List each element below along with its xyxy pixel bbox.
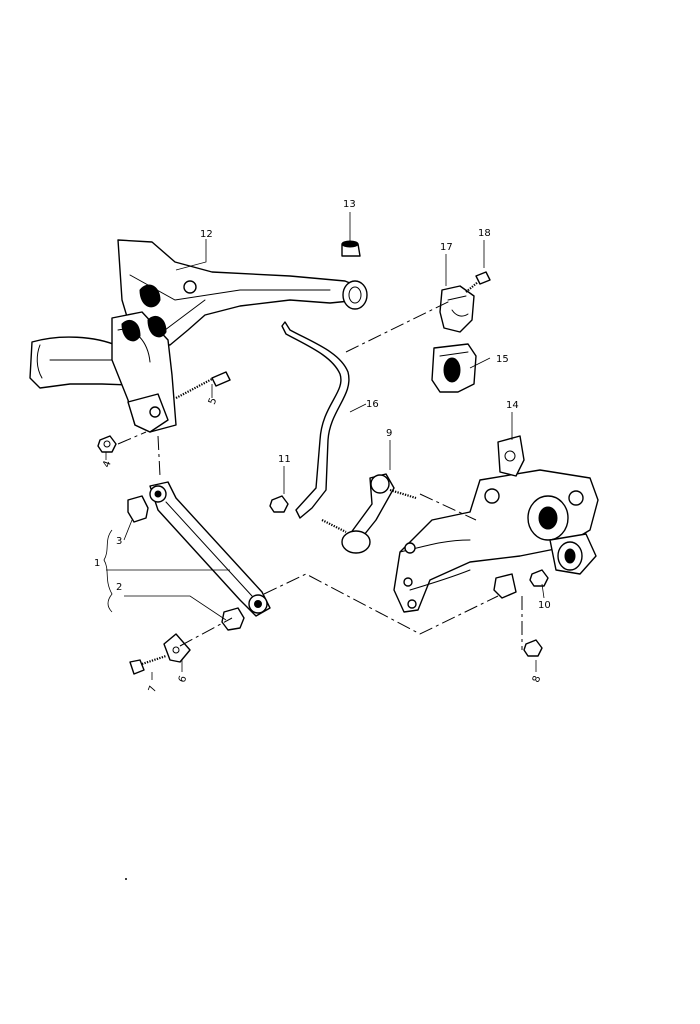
callout-labels: 1 2 3 4 5 6 7 8 9 10 11 12 13 14 15 16 1…	[94, 199, 551, 694]
washer-6	[163, 633, 191, 663]
callout-2: 2	[116, 582, 122, 593]
callout-16: 16	[366, 399, 379, 410]
bushing-3	[127, 495, 149, 523]
bushing-15	[431, 343, 477, 393]
callout-5: 5	[207, 396, 220, 406]
nut-11	[269, 495, 289, 513]
cap-13	[341, 240, 361, 257]
bolt-5	[175, 371, 231, 399]
subframe-crossmember	[29, 239, 368, 433]
bolt-18	[465, 271, 491, 293]
callout-8: 8	[531, 674, 544, 684]
callout-13: 13	[343, 199, 356, 210]
callout-17: 17	[440, 242, 453, 253]
wheel-carrier	[393, 435, 599, 613]
callout-7: 7	[147, 684, 160, 694]
stabilizer-link	[321, 473, 417, 554]
callout-14: 14	[506, 400, 519, 411]
callout-11: 11	[278, 454, 291, 465]
nut-4	[97, 435, 117, 453]
callout-1: 1	[94, 558, 100, 569]
assembly-lines	[117, 299, 523, 650]
stray-dot	[125, 878, 127, 880]
nut-10	[529, 569, 549, 587]
nut-8	[523, 639, 543, 657]
callout-10: 10	[538, 600, 551, 611]
callout-6: 6	[177, 674, 190, 684]
clamp-17	[439, 285, 475, 333]
callout-18: 18	[478, 228, 491, 239]
bushing-2	[221, 607, 245, 631]
stabilizer-bar	[281, 321, 350, 519]
callout-4: 4	[101, 459, 114, 469]
callout-3: 3	[116, 536, 122, 547]
callout-12: 12	[200, 229, 213, 240]
control-arm	[149, 481, 271, 617]
bolt-7	[129, 654, 167, 675]
leader-lines	[103, 212, 545, 680]
callout-9: 9	[386, 428, 392, 439]
callout-15: 15	[496, 354, 509, 365]
